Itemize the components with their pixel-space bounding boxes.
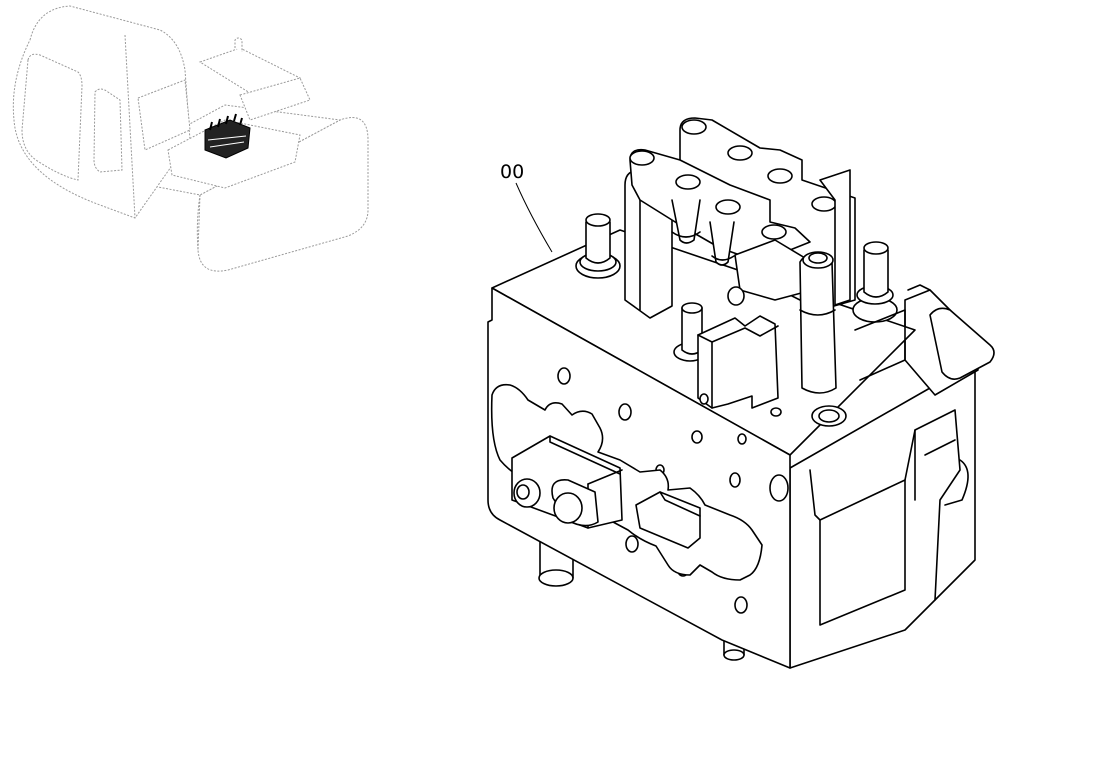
front-solenoid-block (511, 435, 701, 549)
valve-location-marker (204, 113, 251, 159)
top-left-plug (575, 213, 621, 279)
pilot-valve-stack (624, 117, 856, 409)
callout-label: 00 (500, 161, 524, 183)
excavator-locator-view (12, 5, 369, 272)
control-valve-assembly (487, 117, 995, 669)
top-right-plug (852, 241, 898, 323)
callout-00: 00 (500, 161, 553, 253)
